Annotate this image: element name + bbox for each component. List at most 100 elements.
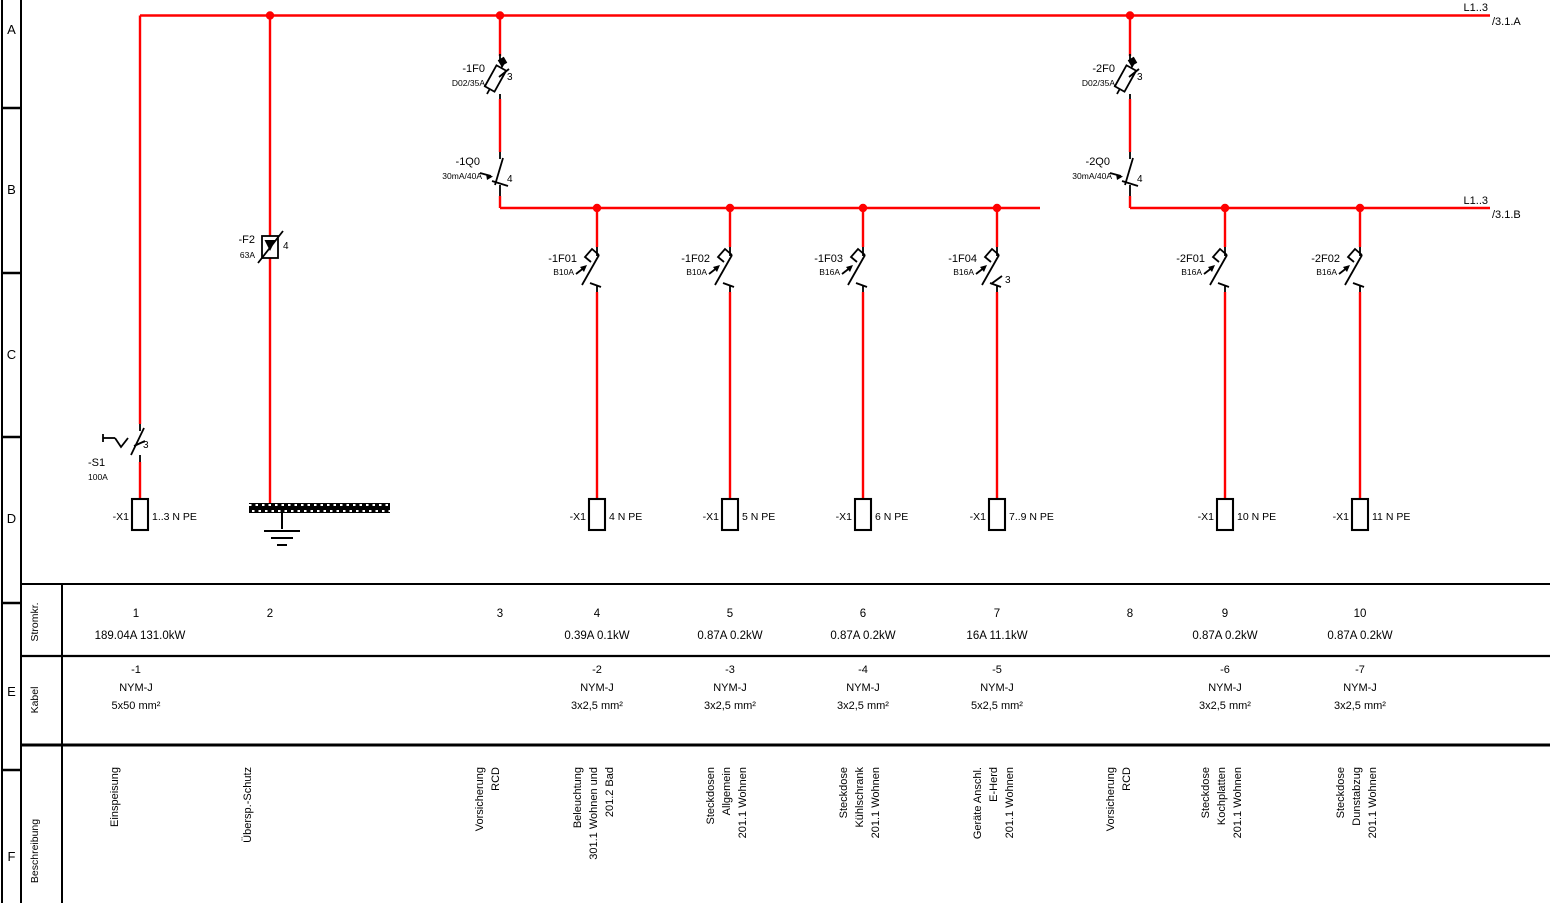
rcd-1Q0-symbol xyxy=(479,151,509,197)
device-tag: -1F02 xyxy=(681,253,710,265)
junction-dot xyxy=(592,203,602,213)
circuit-description: Kühlschrank xyxy=(854,767,866,828)
circuit-number: 2 xyxy=(267,608,273,620)
terminal-pins: 6 N PE xyxy=(875,511,908,523)
junction-dot xyxy=(1125,11,1135,20)
junction-dot xyxy=(1355,203,1365,213)
circuit-number: 10 xyxy=(1354,608,1367,620)
device-tag: -2Q0 xyxy=(1086,156,1110,168)
circuit-number: 7 xyxy=(994,608,1000,620)
bus-a-phase-label: L1..3 xyxy=(1464,2,1488,14)
pole-count: 4 xyxy=(283,241,289,252)
cable-cell-9: -6 NYM-J 3x2,5 mm² xyxy=(1199,664,1251,712)
device-rating: B16A xyxy=(953,267,974,277)
junction-dot xyxy=(265,11,275,20)
device-tag: -1F01 xyxy=(548,253,577,265)
device-rating: 30mA/40A xyxy=(1072,171,1112,181)
circuit-description: Kochplatten xyxy=(1216,767,1228,825)
circuit-description: Steckdose xyxy=(1200,767,1212,818)
cable-cell-10: -7 NYM-J 3x2,5 mm² xyxy=(1334,664,1386,712)
cable-type: NYM-J xyxy=(1208,682,1242,694)
device-tag: -1F04 xyxy=(948,253,977,265)
circuit-number: 1 xyxy=(133,608,139,620)
breaker-1F02-symbol xyxy=(708,246,735,293)
cable-tag: -1 xyxy=(131,664,141,676)
device-rating: B16A xyxy=(819,267,840,277)
circuit-description: Vorsicherung xyxy=(1105,767,1117,831)
terminal-labels: -X1 1..3 N PE -X1 4 N PE -X1 5 N PE -X1 … xyxy=(113,511,1411,523)
terminal-pins: 1..3 N PE xyxy=(152,511,197,523)
cable-size: 3x2,5 mm² xyxy=(1334,700,1386,712)
cable-type: NYM-J xyxy=(119,682,153,694)
terminal-X1-4 xyxy=(587,497,607,532)
terminal-pins: 7..9 N PE xyxy=(1009,511,1054,523)
circuit-description: Beleuchtung xyxy=(572,767,584,828)
main-switch-S1-symbol xyxy=(102,423,146,463)
device-tag: -2F0 xyxy=(1092,63,1115,75)
circuit-description: Allgemein xyxy=(721,767,733,815)
circuit-description: 201.1 Wohnen xyxy=(870,767,882,838)
component-labels: -S1 100A 3 -F2 63A 4 -1F0 D02/35A 3 -1Q0… xyxy=(88,63,1340,482)
circuit-description: Vorsicherung xyxy=(474,767,486,831)
ground-icon xyxy=(264,530,300,546)
ruler-label-c: C xyxy=(7,347,16,362)
terminal-tag: -X1 xyxy=(836,511,853,523)
description-cells: Einspeisung Übersp.-Schutz Vorsicherung … xyxy=(109,767,1379,860)
circuit-description: 201.1 Wohnen xyxy=(1232,767,1244,838)
circuit-description: Steckdose xyxy=(1335,767,1347,818)
pole-count: 4 xyxy=(507,174,513,185)
terminal-tag: -X1 xyxy=(1333,511,1350,523)
bus-b-phase-label: L1..3 xyxy=(1464,195,1488,207)
circuit-load: 189.04A 131.0kW xyxy=(95,630,186,642)
pole-count: 3 xyxy=(1137,72,1143,83)
device-rating: B10A xyxy=(686,267,707,277)
device-tag: -2F02 xyxy=(1311,253,1340,265)
breaker-2F01-symbol xyxy=(1203,246,1230,293)
circuit-description: E-Herd xyxy=(988,767,1000,802)
circuit-description: Übersp.-Schutz xyxy=(242,767,254,843)
circuit-description: 201.1 Wohnen xyxy=(737,767,749,838)
device-rating: 63A xyxy=(240,250,255,260)
circuit-load: 0.87A 0.2kW xyxy=(1192,630,1257,642)
cable-type: NYM-J xyxy=(846,682,880,694)
circuit-description: RCD xyxy=(1121,767,1133,791)
circuit-number: 3 xyxy=(497,608,503,620)
device-rating: 100A xyxy=(88,472,108,482)
device-rating: 30mA/40A xyxy=(442,171,482,181)
component-symbols xyxy=(102,53,1370,546)
device-rating: B10A xyxy=(553,267,574,277)
terminal-X1-6 xyxy=(853,497,873,532)
cable-tag: -3 xyxy=(725,664,735,676)
device-rating: D02/35A xyxy=(1082,78,1115,88)
breaker-1F03-symbol xyxy=(841,246,868,293)
terminal-pins: 4 N PE xyxy=(609,511,642,523)
circuit-description: Dunstabzug xyxy=(1351,767,1363,826)
fuse-1F0-symbol xyxy=(483,53,510,100)
cable-size: 3x2,5 mm² xyxy=(704,700,756,712)
bus-labels: L1..3 /3.1.A L1..3 /3.1.B xyxy=(1464,2,1522,221)
cable-tag: -2 xyxy=(592,664,602,676)
circuit-description: 201.1 Wohnen xyxy=(1004,767,1016,838)
pole-count: 3 xyxy=(507,72,513,83)
cable-size: 5x2,5 mm² xyxy=(971,700,1023,712)
cable-size: 3x2,5 mm² xyxy=(571,700,623,712)
cable-cell-5: -3 NYM-J 3x2,5 mm² xyxy=(704,664,756,712)
breaker-2F02-symbol xyxy=(1338,246,1365,293)
junction-dot xyxy=(858,203,868,213)
circuit-number: 6 xyxy=(860,608,866,620)
circuit-load: 0.87A 0.2kW xyxy=(1327,630,1392,642)
row-ruler: A B C D E F xyxy=(1,0,22,903)
terminal-X1-7 xyxy=(987,497,1007,532)
circuit-table: Stromkr. Kabel Beschreibung 1 2 3 4 5 6 … xyxy=(21,583,1550,903)
power-wiring xyxy=(138,11,1490,503)
bus-a-xref: /3.1.A xyxy=(1492,16,1521,28)
bus-b-xref: /3.1.B xyxy=(1492,209,1521,221)
device-rating: D02/35A xyxy=(452,78,485,88)
terminal-pins: 5 N PE xyxy=(742,511,775,523)
row-header-stromkreis: Stromkr. xyxy=(29,602,41,641)
cable-type: NYM-J xyxy=(713,682,747,694)
spd-F2-symbol xyxy=(257,230,284,264)
terminal-pins: 11 N PE xyxy=(1372,511,1410,523)
circuit-description: 201.2 Bad xyxy=(604,767,616,817)
